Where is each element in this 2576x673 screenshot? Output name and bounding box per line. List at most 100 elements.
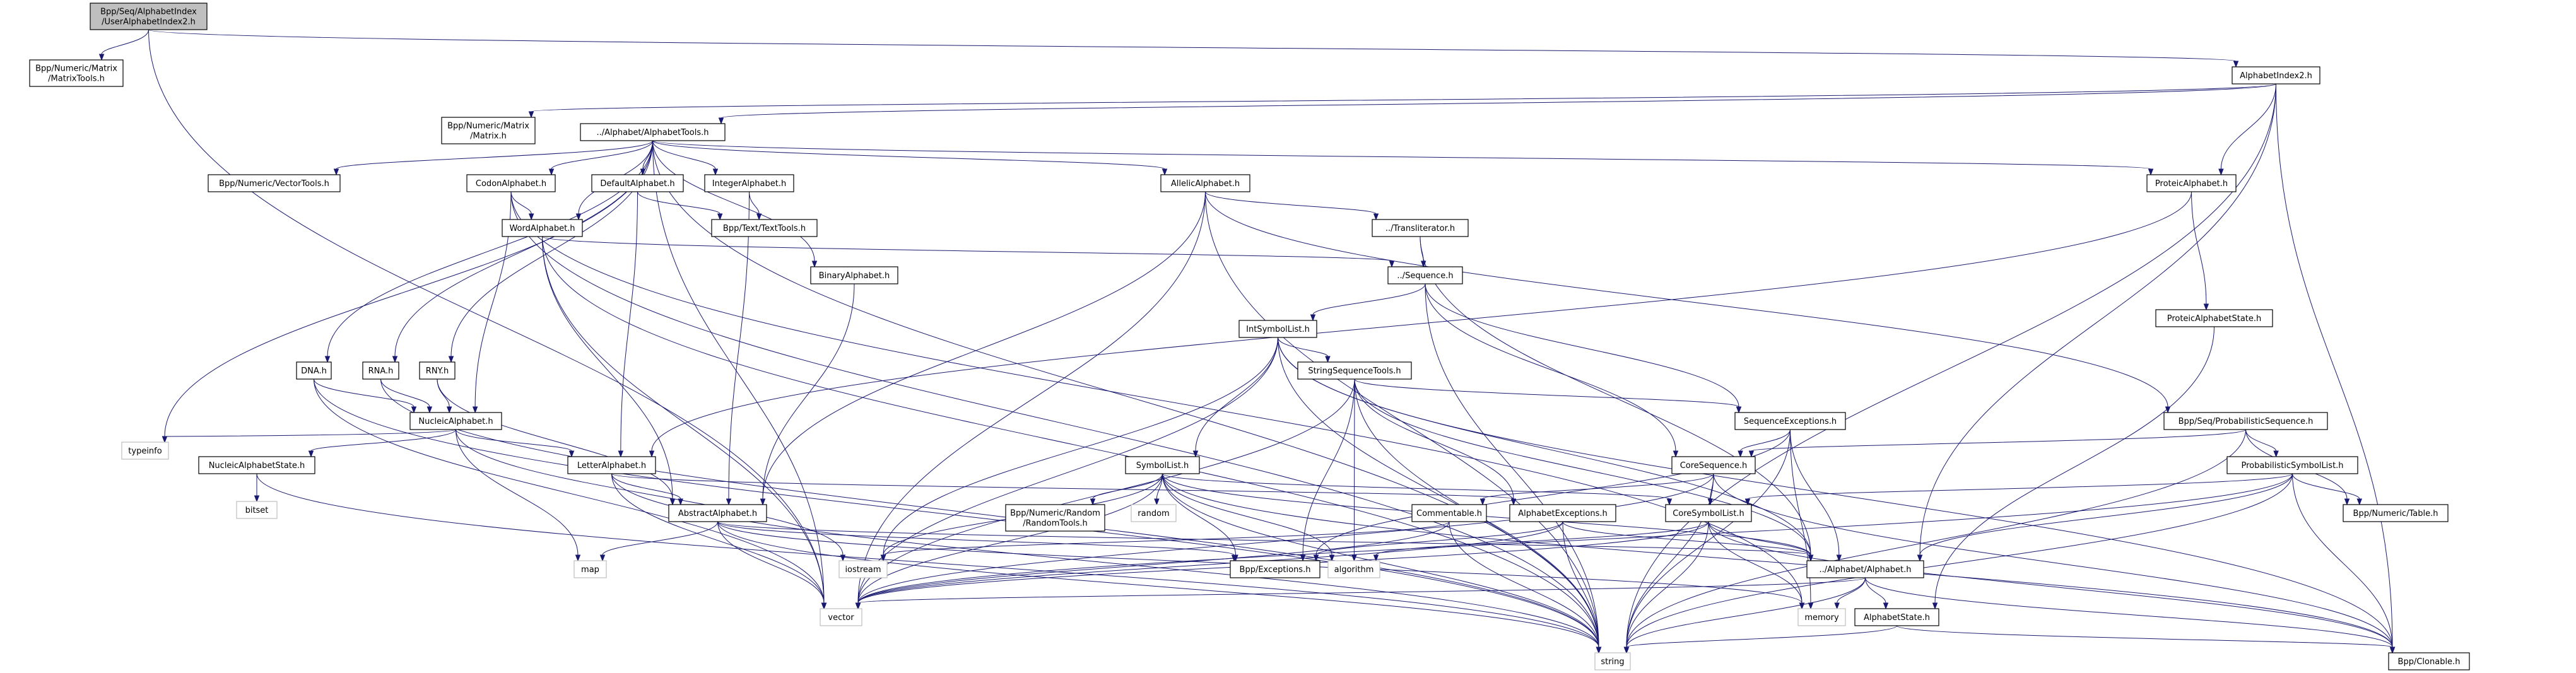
node-label: RNY.h [426,366,449,376]
node-label: algorithm [1334,565,1374,575]
node-commentable[interactable]: Commentable.h [1411,504,1487,522]
node-label: AbstractAlphabet.h [678,509,757,518]
edge-allelicalphabet-to-transliterator [1205,191,1379,221]
edge-letteralphabet-to-alphabetexceptions [611,473,1517,506]
edge-stringsequencetools-to-sequenceexceptions [1354,378,1742,414]
edge-coresequence-to-commentable [1479,473,1714,506]
node-sequence[interactable]: ../Sequence.h [1387,266,1463,284]
node-vectortools[interactable]: Bpp/Numeric/VectorTools.h [208,174,341,192]
edge-nucleicalphabet-to-nucleicalphabetstate [308,429,456,458]
node-intsymbollist[interactable]: IntSymbolList.h [1238,320,1317,338]
node-label: string [1601,657,1624,667]
node-integeralphabet[interactable]: IntegerAlphabet.h [704,174,794,192]
node-probabilisticsymbollist[interactable]: ProbabilisticSymbolList.h [2226,456,2358,474]
edge-coresymbollist-to-memory [1708,521,1805,610]
node-randomtools[interactable]: Bpp/Numeric/Random/RandomTools.h [1005,504,1105,532]
edge-alphabettools-to-binaryalphabet [652,140,818,268]
node-coresymbollist[interactable]: CoreSymbolList.h [1665,504,1752,522]
node-rna[interactable]: RNA.h [362,361,399,380]
node-label: Bpp/Numeric/Matrix [35,64,117,74]
node-binaryalphabet[interactable]: BinaryAlphabet.h [810,266,898,284]
node-defaultalphabet[interactable]: DefaultAlphabet.h [591,174,684,192]
edge-allelicalphabet-to-vector [855,191,1206,610]
node-transliterator[interactable]: ../Transliterator.h [1372,219,1469,237]
node-label: ProteicAlphabet.h [2155,179,2228,189]
node-symbollist[interactable]: SymbolList.h [1125,456,1200,474]
edge-alphabettools-to-vector [652,140,827,610]
node-vector: vector [820,608,862,626]
node-codonalphabet[interactable]: CodonAlphabet.h [466,174,556,192]
edge-alphabetexceptions-to-alphabeth [1562,521,1814,562]
edge-alphabettools-to-string [652,140,1602,654]
edge-alphabetindex2-to-matrix [528,83,2276,119]
node-label: ../Alphabet/Alphabet.h [1819,565,1911,575]
edge-dna-to-string [314,378,1602,654]
edge-intsymbollist-to-symbollist [1192,337,1278,458]
node-rny[interactable]: RNY.h [419,361,456,380]
edge-rna-to-nucleicalphabet [380,378,433,414]
node-label: memory [1804,613,1839,623]
node-label: /MatrixTools.h [48,74,105,84]
node-bppclonable[interactable]: Bpp/Clonable.h [2388,652,2470,670]
node-label: NucleicAlphabet.h [418,417,493,426]
edge-alphabetstate-to-string [1623,625,1897,654]
node-bppexceptions[interactable]: Bpp/Exceptions.h [1230,560,1320,578]
edge-alphabetindex2-to-string [1623,83,2276,654]
edge-intsymbollist-to-stringsequencetools [1278,337,1331,363]
edge-alphabetindex2-to-proteicalphabet [2218,83,2276,176]
node-string: string [1594,652,1631,670]
node-matrixtools[interactable]: Bpp/Numeric/Matrix/MatrixTools.h [29,59,124,87]
node-alphabettools[interactable]: ../Alphabet/AlphabetTools.h [580,123,726,141]
node-sequenceexceptions[interactable]: SequenceExceptions.h [1734,412,1846,430]
edge-codonalphabet-to-wordalphabet [510,191,534,221]
node-label: LetterAlphabet.h [577,461,646,471]
node-alphabetstate[interactable]: AlphabetState.h [1854,608,1939,626]
edge-nucleicalphabet-to-map [456,429,581,562]
node-alphabetexceptions[interactable]: AlphabetExceptions.h [1509,504,1616,522]
edge-abstractalphabet-to-map [599,521,718,562]
node-nucleicalphabetstate[interactable]: NucleicAlphabetState.h [198,456,315,474]
node-proteicalphabetstate[interactable]: ProteicAlphabetState.h [2155,309,2273,327]
node-alphabeth[interactable]: ../Alphabet/Alphabet.h [1806,560,1924,578]
edge-probabilisticsequence-to-coresequence [1748,429,2246,458]
edge-alphabetindex2-to-alphabettools [718,83,2276,125]
edge-sequence-to-sequenceexceptions [1425,283,1742,414]
edge-sequenceexceptions-to-alphabeth [1790,429,1842,562]
edge-dna-to-vector [314,378,827,610]
edge-commentable-to-iostream [880,521,1450,562]
node-coresequence[interactable]: CoreSequence.h [1671,456,1756,474]
node-label: ../Alphabet/AlphabetTools.h [596,128,709,138]
node-label: AlphabetIndex2.h [2240,71,2312,81]
node-wordalphabet[interactable]: WordAlphabet.h [502,219,583,237]
node-texttools[interactable]: Bpp/Text/TextTools.h [711,219,818,237]
node-allelicalphabet[interactable]: AllelicAlphabet.h [1160,174,1250,192]
node-probabilisticsequence[interactable]: Bpp/Seq/ProbabilisticSequence.h [2163,412,2328,430]
node-label: /UserAlphabetIndex2.h [102,18,196,27]
node-label: NucleicAlphabetState.h [209,461,305,471]
edge-integeralphabet-to-abstractalphabet [726,191,750,506]
edge-alphabettools-to-dna [324,140,653,363]
node-label: Bpp/Clonable.h [2398,657,2461,667]
node-root[interactable]: Bpp/Seq/AlphabetIndex/UserAlphabetIndex2… [90,3,208,30]
node-label: IntegerAlphabet.h [712,179,786,189]
edge-wordalphabet-to-vector [542,236,827,610]
node-dna[interactable]: DNA.h [296,361,332,380]
node-stringsequencetools[interactable]: StringSequenceTools.h [1297,361,1412,380]
node-label: ../Transliterator.h [1385,224,1455,233]
edge-alphabettools-to-allelicalphabet [652,140,1168,176]
node-numerictable[interactable]: Bpp/Numeric/Table.h [2343,504,2449,522]
edge-alphabetexceptions-to-bppexceptions [1313,521,1563,562]
node-proteicalphabet[interactable]: ProteicAlphabet.h [2146,174,2237,192]
edges-layer [98,29,2396,654]
node-alphabetindex2[interactable]: AlphabetIndex2.h [2232,66,2320,85]
edge-coresymbollist-to-algorithm [1373,521,1709,562]
edge-coresequence-to-vector [855,473,1714,610]
edge-alphabettools-to-vectortools [333,140,653,176]
edge-probabilisticsymbollist-to-vector [855,473,2293,610]
node-matrix[interactable]: Bpp/Numeric/Matrix/Matrix.h [441,117,536,144]
node-abstractalphabet[interactable]: AbstractAlphabet.h [668,504,767,522]
node-letteralphabet[interactable]: LetterAlphabet.h [567,456,656,474]
edge-allelicalphabet-to-string [1205,191,1602,654]
node-nucleicalphabet[interactable]: NucleicAlphabet.h [409,412,502,430]
